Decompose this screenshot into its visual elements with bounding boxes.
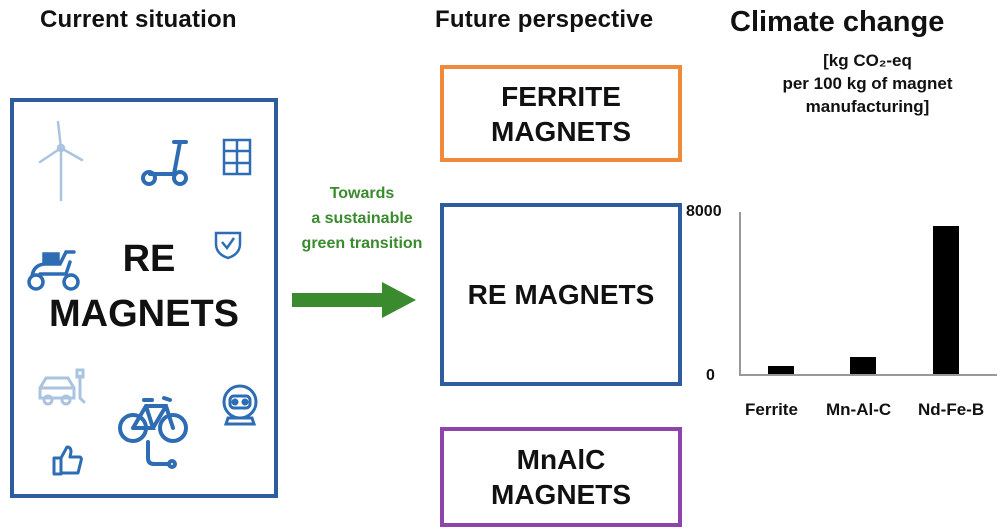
chart-unit-line2: per 100 kg of magnet <box>782 73 953 93</box>
x-axis <box>739 374 997 376</box>
transition-label: Towards a sustainable green transition <box>282 182 442 256</box>
ferrite-magnets-line2: MAGNETS <box>491 115 631 147</box>
chart-unit-line1: [kg CO₂-eq <box>823 51 912 70</box>
future-perspective-heading: Future perspective <box>435 6 654 33</box>
kick-scooter-icon <box>140 138 190 188</box>
ferrite-magnets-box: FERRITE MAGNETS <box>440 65 682 162</box>
re-magnets-current-line1: RE <box>122 238 176 280</box>
chart-unit: [kg CO₂-eq per 100 kg of magnet manufact… <box>740 50 995 119</box>
solar-panel-icon <box>222 138 252 176</box>
shield-chip-icon <box>214 230 242 260</box>
transition-arrow-icon <box>292 282 416 318</box>
y-axis <box>739 212 741 376</box>
re-magnets-current-line2: MAGNETS <box>49 293 239 336</box>
robot-icon <box>220 382 260 426</box>
chart-title: Climate change <box>730 6 945 38</box>
re-magnets-current-box: RE MAGNETS <box>10 98 278 498</box>
transition-line1: Towards <box>329 185 395 202</box>
bicycle-icon <box>118 392 188 472</box>
mnalc-magnets-line2: MAGNETS <box>491 479 631 510</box>
current-situation-heading: Current situation <box>40 6 237 33</box>
transition-line3: green transition <box>301 234 423 252</box>
re-magnets-future-label: RE MAGNETS <box>467 279 655 310</box>
x-label-ferrite: Ferrite <box>745 400 798 419</box>
bar-mn-al-c <box>850 357 876 374</box>
wind-turbine-icon <box>36 120 86 202</box>
bar-ferrite <box>768 366 794 374</box>
x-label-nd-fe-b: Nd-Fe-B <box>918 400 985 419</box>
bar-nd-fe-b <box>933 226 959 374</box>
y-tick-top: 8000 <box>686 203 722 220</box>
mnalc-magnets-line1: MnAlC <box>516 444 606 475</box>
re-magnets-current-label: RE MAGNETS <box>14 232 274 342</box>
electric-scooter-icon <box>26 240 82 292</box>
re-magnets-future-box: RE MAGNETS <box>440 203 682 386</box>
chart-unit-line3: manufacturing] <box>805 96 930 116</box>
thumbs-up-icon <box>52 444 84 476</box>
ferrite-magnets-line1: FERRITE <box>501 80 621 112</box>
electric-car-icon <box>36 368 88 412</box>
mnalc-magnets-box: MnAlC MAGNETS <box>440 427 682 527</box>
y-tick-bottom: 0 <box>706 367 715 384</box>
x-label-mn-al-c: Mn-Al-C <box>826 400 892 419</box>
transition-line2: a sustainable <box>311 209 413 227</box>
